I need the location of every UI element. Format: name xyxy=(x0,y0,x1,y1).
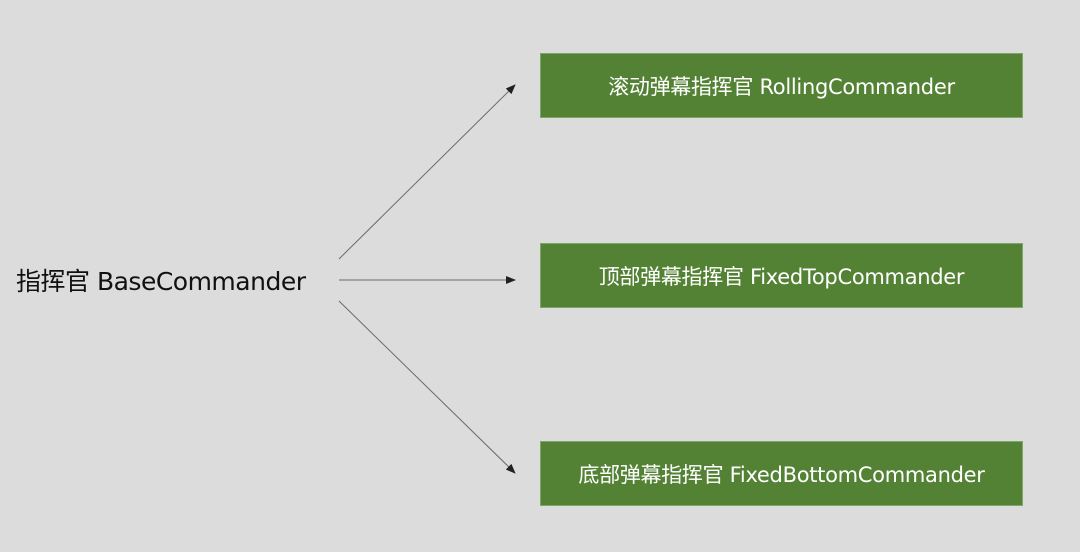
base-commander-node: 指挥官 BaseCommander xyxy=(16,267,306,296)
rolling-commander-label: 滚动弹幕指挥官 RollingCommander xyxy=(608,74,955,99)
fixed-bottom-commander-node: 底部弹幕指挥官 FixedBottomCommander xyxy=(540,441,1023,506)
arrow-to-rolling-commander xyxy=(338,84,516,260)
arrow-to-fixed-bottom-commander xyxy=(338,300,516,474)
fixed-bottom-commander-label: 底部弹幕指挥官 FixedBottomCommander xyxy=(578,462,985,487)
fixed-top-commander-node: 顶部弹幕指挥官 FixedTopCommander xyxy=(540,243,1023,308)
fixed-top-commander-label: 顶部弹幕指挥官 FixedTopCommander xyxy=(598,264,965,289)
rolling-commander-node: 滚动弹幕指挥官 RollingCommander xyxy=(540,53,1023,118)
